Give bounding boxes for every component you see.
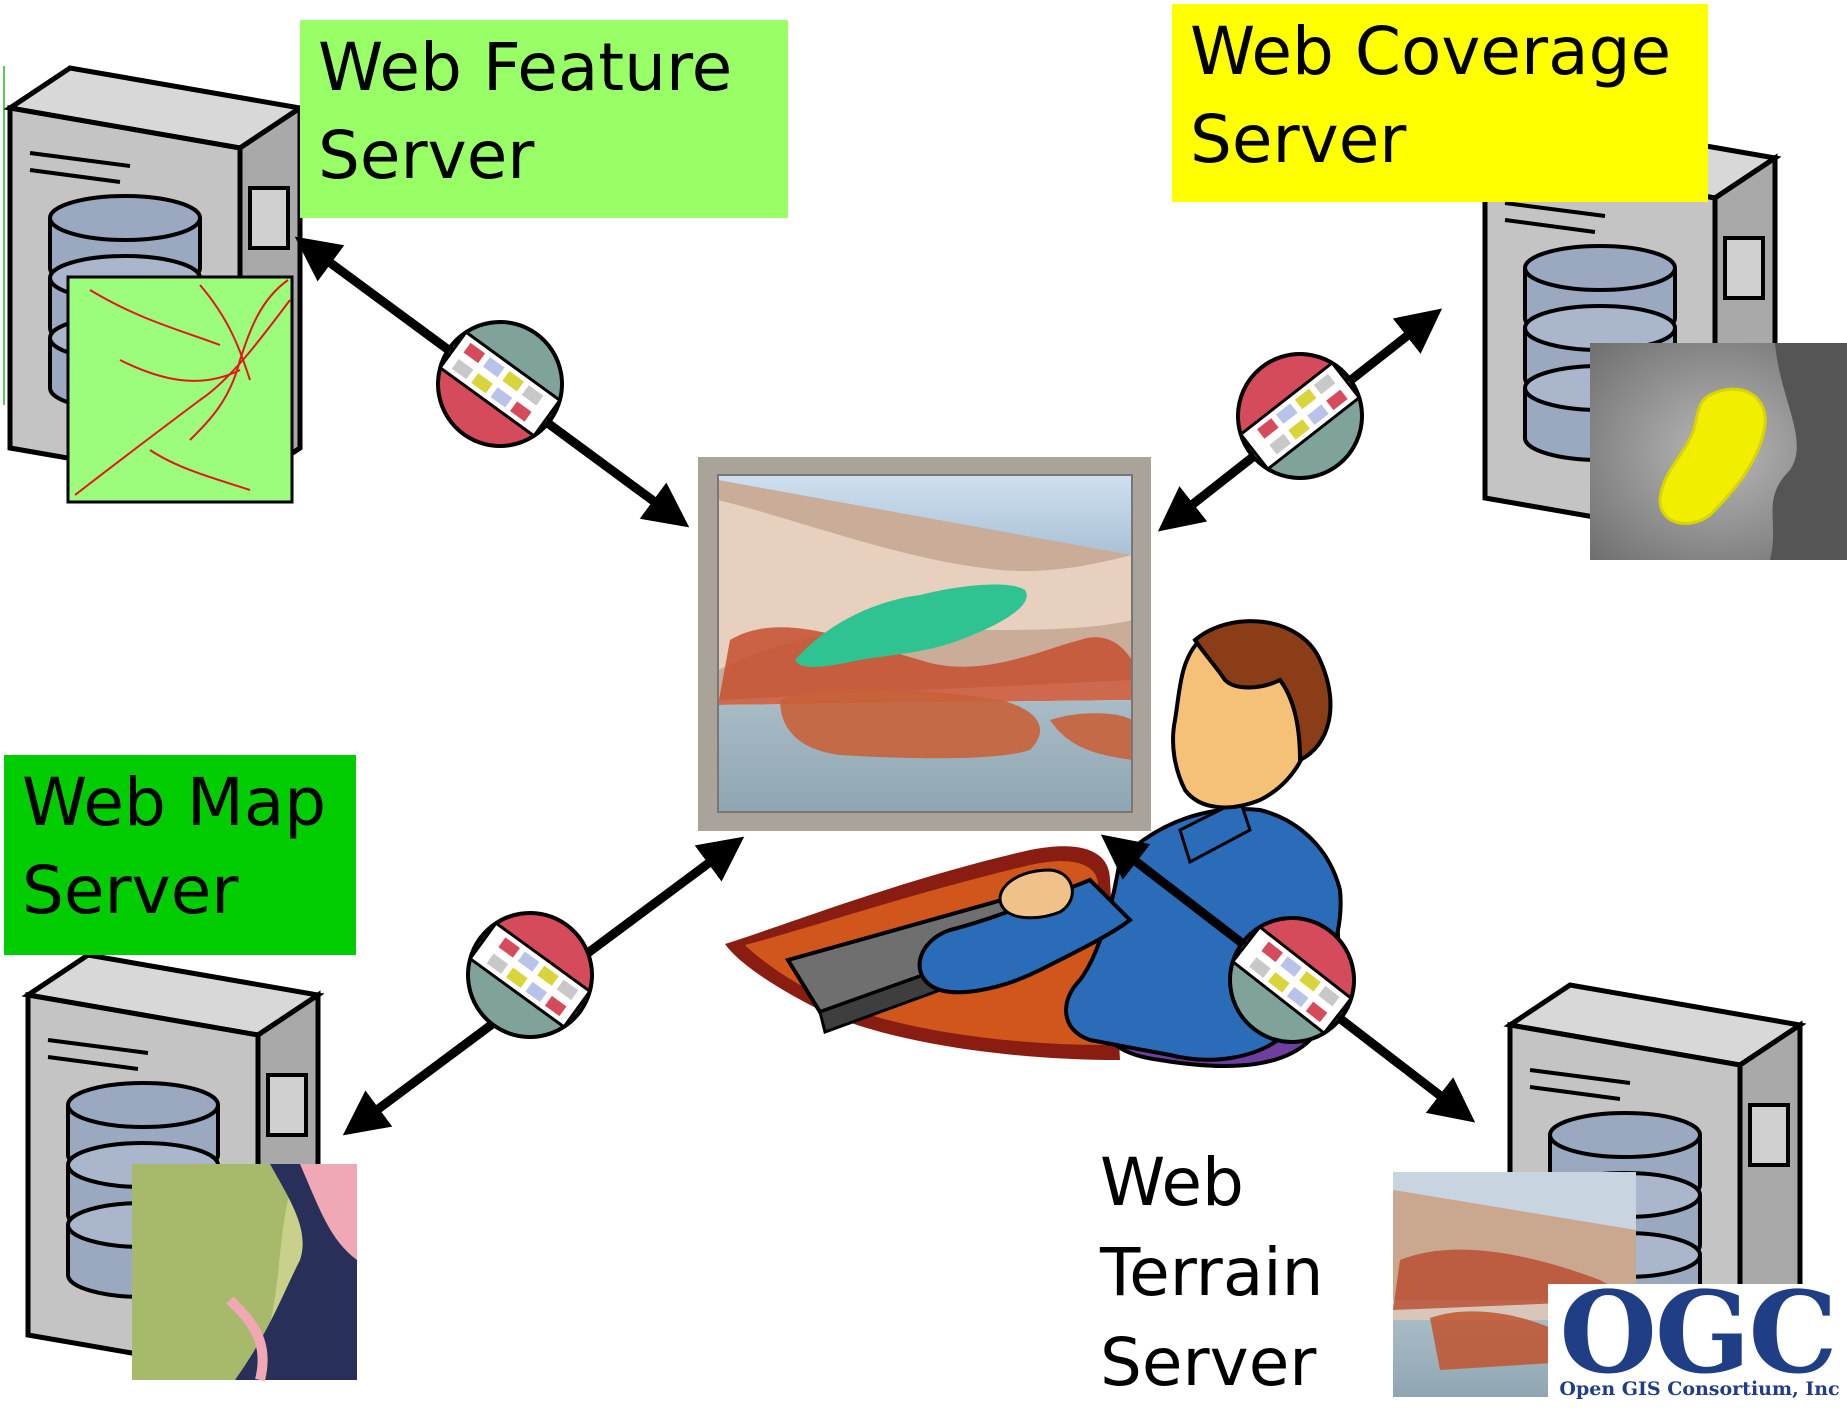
- feature-map-thumbnail: [66, 275, 294, 504]
- web-coverage-server-label-line2: Server: [1190, 101, 1407, 178]
- web-map-server-label: Web Map Server: [4, 755, 356, 955]
- web-coverage-server-label-line1: Web Coverage: [1190, 13, 1672, 90]
- coverage-interface-plug-icon: [1210, 326, 1390, 506]
- web-map-server-label-line1: Web Map: [22, 764, 327, 841]
- web-terrain-server-label-line1: Web: [1100, 1144, 1244, 1221]
- map-image-thumbnail: [132, 1164, 357, 1382]
- ogc-logo-letters: OGC: [1559, 1268, 1837, 1399]
- web-coverage-server-label: Web Coverage Server: [1172, 4, 1708, 202]
- coverage-image-thumbnail: [1590, 343, 1847, 560]
- terrain-display-icon: [698, 457, 1151, 831]
- web-feature-server-label-line2: Server: [318, 117, 535, 194]
- web-feature-server-label: Web Feature Server: [300, 20, 788, 218]
- web-feature-server-label-line1: Web Feature: [318, 29, 733, 106]
- web-map-server-label-line2: Server: [22, 852, 239, 929]
- ogc-logo: OGC Open GIS Consortium, Inc: [1548, 1276, 1847, 1404]
- feature-interface-plug-icon: [413, 297, 586, 470]
- web-terrain-server-label-line3: Server: [1100, 1324, 1317, 1401]
- web-terrain-server-label-line2: Terrain: [1100, 1234, 1324, 1311]
- ogc-logo-subtitle: Open GIS Consortium, Inc: [1559, 1378, 1840, 1400]
- web-terrain-server-label: Web Terrain Server: [1100, 1138, 1400, 1408]
